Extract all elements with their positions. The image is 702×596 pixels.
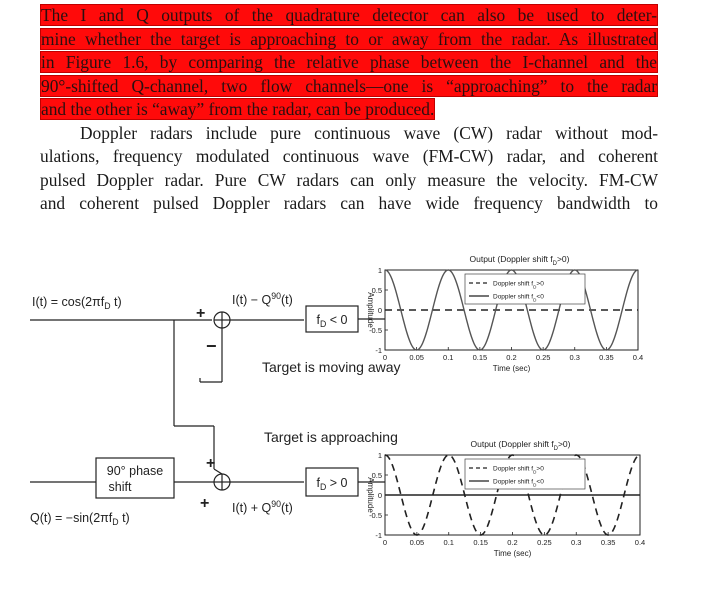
y-axis-label: Amplitude [366, 477, 375, 513]
x-tick-label: 0.3 [570, 353, 580, 362]
y-tick-label: -1 [375, 346, 382, 355]
x-axis-label: Time (sec) [494, 549, 532, 558]
away-label: Target is moving away [262, 359, 401, 375]
y-tick-label: 0.5 [372, 286, 382, 295]
bottom-filter-box [305, 467, 359, 497]
phase-shift-label: 90° phase [107, 464, 163, 478]
body-paragraph: Doppler radars include pure continuous w… [40, 122, 658, 216]
legend-label: Doppler shift fD​<0 [493, 479, 544, 488]
legend-label: Doppler shift fD​<0 [493, 294, 544, 303]
phase-shift-label: shift [109, 480, 132, 494]
x-tick-label: 0.05 [410, 538, 425, 547]
top-filter-label: fD​ < 0 [316, 313, 347, 329]
x-tick-label: 0.25 [537, 538, 552, 547]
text-line: mine whether the target is approaching t… [40, 27, 658, 50]
y-tick-label: 0 [378, 306, 382, 315]
x-tick-label: 0.4 [635, 538, 645, 547]
y-tick-label: 0.5 [372, 471, 382, 480]
text-line: 90°-shifted Q-channel, two flow channels… [40, 74, 658, 97]
chart-1: Output (Doppler shift fD​>0)10.50-0.5-10… [366, 254, 643, 373]
legend-label: Doppler shift fD​>0 [493, 466, 544, 475]
x-tick-label: 0.05 [409, 353, 424, 362]
x-tick-label: 0.2 [507, 538, 517, 547]
plus-sign: + [200, 495, 209, 512]
x-tick-label: 0.1 [444, 538, 454, 547]
series-line-1 [384, 454, 641, 536]
x-axis-label: Time (sec) [493, 364, 531, 373]
x-tick-label: 0.1 [443, 353, 453, 362]
y-tick-label: 0 [378, 491, 382, 500]
legend-box [464, 273, 586, 305]
chart-title: Output (Doppler shift fD​>0) [470, 254, 570, 267]
block-diagram: I(t) = cos(2πfD​ t)+−I(t) − Q90​(t)fD​ <… [30, 291, 401, 527]
text-line: pulsed Doppler radar. Pure CW radars can… [40, 169, 658, 190]
plus-sign: + [196, 305, 205, 322]
i-signal-label: I(t) = cos(2πfD​ t) [32, 295, 122, 311]
highlighted-paragraph: The I and Q outputs of the quadrature de… [40, 4, 658, 122]
y-tick-label: -0.5 [369, 511, 382, 520]
text-line: Doppler radars include pure continuous w… [80, 122, 658, 143]
y-tick-label: -1 [375, 531, 382, 540]
y-axis-label: Amplitude [366, 292, 375, 328]
text-line: The I and Q outputs of the quadrature de… [40, 4, 658, 26]
series-line-2 [384, 269, 639, 351]
bottom-sum-label: I(t) + Q90​(t) [232, 499, 293, 515]
phase-shift-box [95, 457, 175, 499]
quadrature-figure: I(t) = cos(2πfD​ t)+−I(t) − Q90​(t)fD​ <… [0, 250, 702, 596]
x-tick-label: 0.15 [473, 353, 488, 362]
x-tick-label: 0.4 [633, 353, 643, 362]
legend-label: Doppler shift fD​>0 [493, 281, 544, 290]
y-tick-label: -0.5 [369, 326, 382, 335]
y-tick-label: 1 [378, 266, 382, 275]
approach-label: Target is approaching [264, 429, 398, 445]
x-tick-label: 0.35 [599, 353, 614, 362]
x-tick-label: 0.15 [473, 538, 488, 547]
text-line: and coherent pulsed Doppler radars can h… [40, 193, 658, 213]
figure-canvas: I(t) = cos(2πfD​ t)+−I(t) − Q90​(t)fD​ <… [30, 254, 645, 558]
x-tick-label: 0.2 [506, 353, 516, 362]
x-tick-label: 0.35 [601, 538, 616, 547]
x-tick-label: 0.3 [571, 538, 581, 547]
text-line: ulations, frequency modulated continuous… [40, 146, 658, 166]
text-line: in Figure 1.6, by comparing the relative… [40, 51, 658, 73]
q-signal-label: Q(t) = −sin(2πfD​ t) [30, 511, 130, 527]
chart-2: Output (Doppler shift fD​>0)10.50-0.5-10… [366, 439, 645, 558]
x-tick-label: 0.25 [536, 353, 551, 362]
text-line: and the other is “away” from the radar, … [40, 98, 436, 120]
plus-sign: + [206, 455, 215, 472]
i-feed-bottom [213, 468, 223, 475]
x-tick-label: 0 [383, 353, 387, 362]
y-tick-label: 1 [378, 451, 382, 460]
legend-box [464, 458, 586, 490]
x-tick-label: 0 [383, 538, 387, 547]
chart-title: Output (Doppler shift fD​>0) [471, 439, 571, 452]
output-charts: Output (Doppler shift fD​>0)10.50-0.5-10… [366, 254, 645, 558]
top-sum-label: I(t) − Q90​(t) [232, 291, 293, 307]
bottom-filter-label: fD​ > 0 [316, 476, 347, 492]
minus-sign: − [206, 336, 217, 356]
text-block: The I and Q outputs of the quadrature de… [40, 4, 658, 216]
